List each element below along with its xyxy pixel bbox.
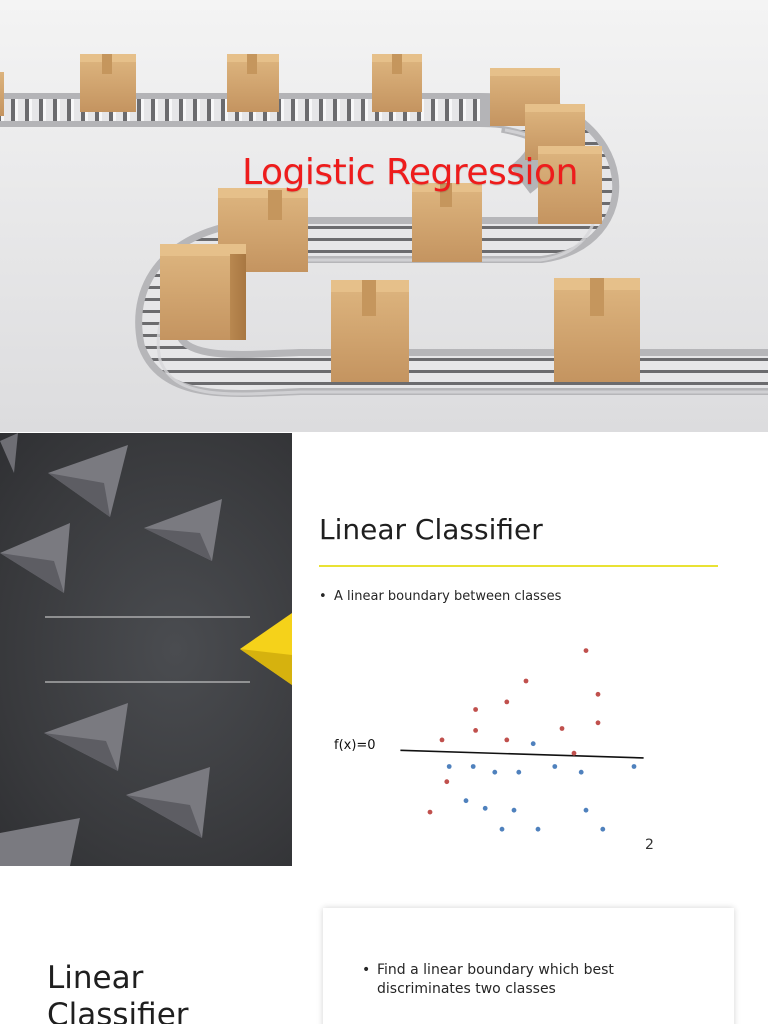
data-point	[446, 764, 452, 769]
paper-plane-icon	[48, 445, 128, 517]
data-point	[492, 769, 498, 775]
data-point	[595, 691, 601, 697]
cardboard-box	[0, 72, 4, 116]
data-point	[511, 807, 517, 813]
content-card	[323, 908, 734, 1024]
data-point	[473, 728, 478, 733]
slide-title: Linear Classifier	[47, 960, 189, 1024]
boundary-label: f(x)=0	[334, 738, 376, 753]
paper-plane-icon	[44, 703, 128, 771]
data-point	[439, 737, 445, 743]
yellow-paper-plane-icon	[240, 613, 292, 685]
title-underline	[319, 565, 718, 567]
cardboard-box	[218, 188, 308, 272]
data-point	[427, 809, 433, 815]
data-point	[530, 741, 536, 747]
data-point	[583, 807, 589, 813]
cardboard-box	[331, 280, 409, 382]
bullet-icon: •	[362, 962, 371, 978]
cardboard-box	[412, 183, 482, 262]
cardboard-box	[227, 54, 279, 112]
data-points	[427, 648, 637, 832]
data-point	[552, 764, 558, 769]
decision-boundary-line	[400, 749, 644, 759]
paper-planes-photo	[0, 433, 292, 866]
data-point	[482, 805, 488, 811]
slide-title: Linear Classifier	[319, 513, 543, 546]
data-point	[463, 798, 469, 804]
data-point	[504, 699, 510, 705]
data-point	[504, 737, 510, 743]
data-point	[600, 826, 606, 832]
data-point	[595, 720, 601, 726]
cardboard-box	[538, 146, 602, 224]
conveyor-belt-photo	[0, 54, 768, 397]
data-point	[523, 678, 529, 684]
bullet-text: Find a linear boundary which best discri…	[377, 962, 614, 997]
data-point	[499, 826, 505, 832]
slide-linear-classifier-2: Linear Classifier • Find a linear bounda…	[0, 868, 768, 1024]
data-point	[473, 707, 478, 712]
bullet-text: A linear boundary between classes	[334, 589, 562, 604]
page-number: 2	[645, 837, 654, 853]
slide-title: Logistic Regression	[242, 152, 578, 193]
paper-plane-icon	[126, 767, 210, 838]
cardboard-box	[80, 54, 136, 112]
slide-logistic-regression: Logistic Regression	[0, 0, 768, 432]
cardboard-box	[160, 244, 246, 340]
data-point	[571, 750, 577, 756]
data-point	[516, 769, 522, 775]
paper-plane-icon	[0, 523, 70, 593]
cardboard-box	[554, 278, 640, 382]
paper-plane-icon	[0, 433, 18, 473]
bullet-icon: •	[319, 589, 327, 604]
data-point	[631, 764, 637, 769]
data-point	[444, 779, 450, 785]
data-point	[559, 726, 565, 731]
data-point	[470, 764, 476, 769]
data-point	[583, 648, 589, 653]
slide-linear-classifier: Linear Classifier • A linear boundary be…	[0, 433, 768, 866]
scatter-plot: f(x)=0	[334, 648, 644, 832]
paper-plane-icon	[0, 818, 80, 866]
cardboard-box	[372, 54, 422, 112]
data-point	[535, 826, 541, 832]
data-point	[578, 769, 584, 775]
paper-plane-icon	[144, 499, 222, 561]
